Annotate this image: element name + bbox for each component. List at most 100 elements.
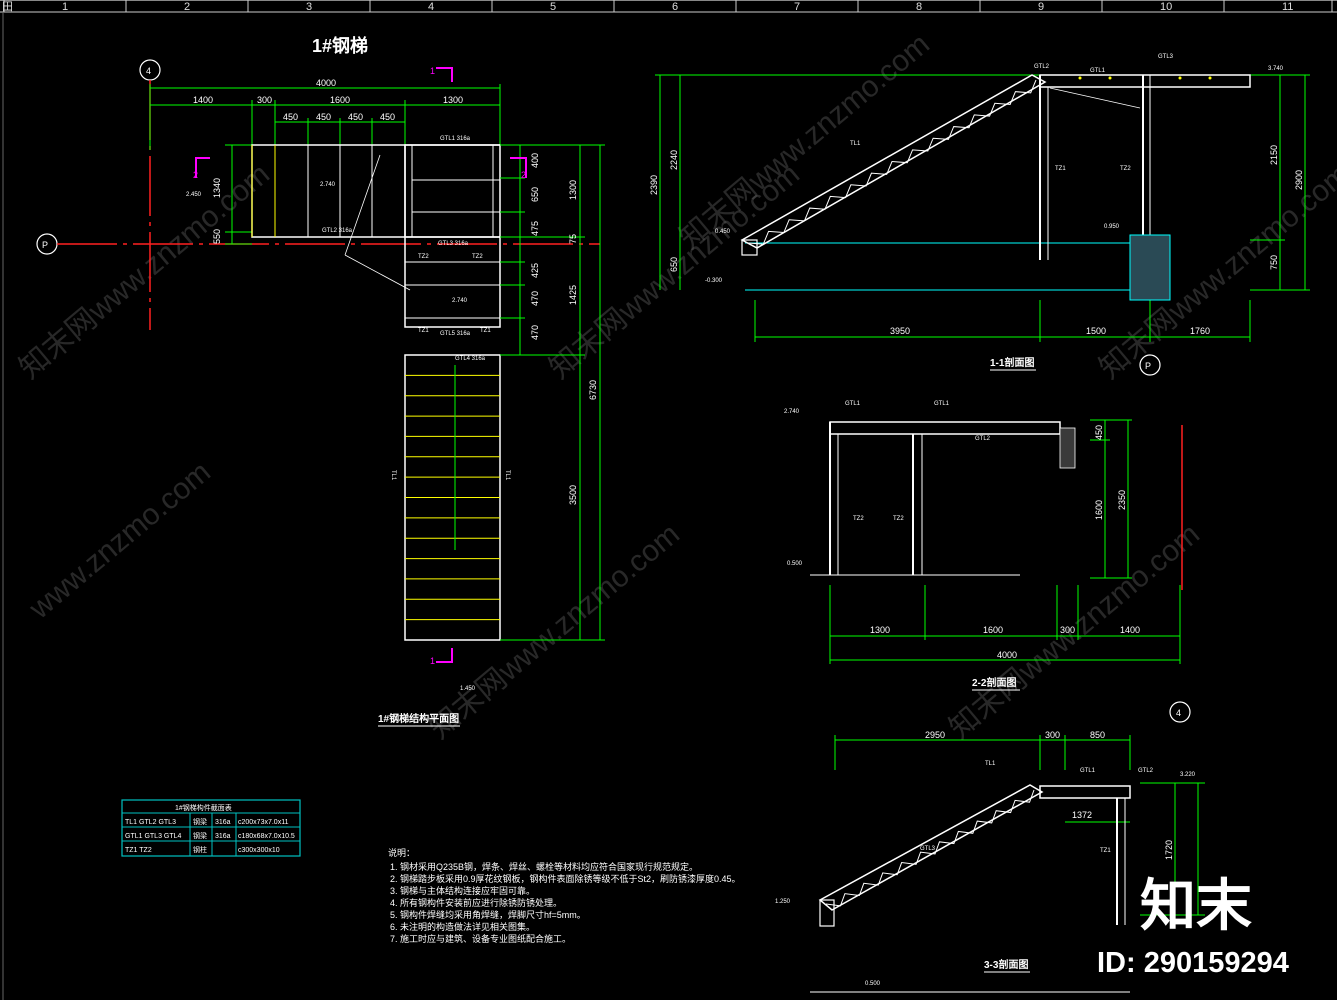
ruler-label: 8	[916, 1, 922, 13]
dim-overall: 1300	[568, 180, 578, 200]
s3-label: TL1	[985, 761, 996, 767]
column-label: TZ2	[472, 254, 483, 260]
s2-dim: 1600	[983, 625, 1003, 635]
dim-sub: 450	[380, 112, 395, 122]
s1-elev: 0.950	[1104, 224, 1120, 230]
dim-seg: 1600	[330, 95, 350, 105]
table-title: 1#钢梯构件截面表	[175, 803, 232, 812]
ruler-label: 9	[1038, 1, 1044, 13]
elev: 2.450	[186, 192, 202, 198]
ruler-label: 5	[550, 1, 556, 13]
corner-marker: 田	[2, 1, 13, 13]
dim-seg: 1300	[443, 95, 463, 105]
s2-dim: 4000	[997, 650, 1017, 660]
column-label: TZ2	[418, 254, 429, 260]
s3-dim: 1372	[1072, 810, 1092, 820]
dim-overall: 1425	[568, 285, 578, 305]
beam-label: GTL3 316a	[438, 241, 469, 247]
note-item: 7. 施工时应与建筑、设备专业图纸配合施工。	[390, 933, 571, 944]
notes-heading: 说明：	[388, 847, 415, 858]
table-cell: c300x300x10	[238, 847, 280, 854]
s2-wall	[1059, 427, 1076, 469]
table-cell: GTL1 GTL3 GTL4	[125, 833, 182, 840]
s1-dim: 2900	[1294, 170, 1304, 190]
s2-dim: 1600	[1094, 500, 1104, 520]
note-item: 5. 钢构件焊缝均采用角焊缝，焊脚尺寸hf=5mm。	[390, 909, 586, 920]
s3-dim: 2950	[925, 730, 945, 740]
dim-side: 650	[530, 187, 540, 202]
ruler-label: 3	[306, 1, 312, 13]
s1-elev: -0.300	[705, 278, 723, 284]
truss-web	[747, 79, 1037, 245]
plan-caption: 1#钢梯结构平面图	[378, 712, 459, 725]
s1-label: GTL1	[1090, 68, 1106, 74]
s1-label: TL1	[850, 141, 861, 147]
s1-label: TZ1	[1055, 166, 1066, 172]
stringer-label: TL1	[504, 470, 510, 481]
s2-dim: 300	[1060, 625, 1075, 635]
ruler-label: 2	[184, 1, 190, 13]
table-cell: 316a	[215, 833, 231, 840]
s3-elev: 1.250	[775, 899, 791, 905]
table-cell: 钢梁	[193, 831, 207, 840]
dim-overall: 6730	[588, 380, 598, 400]
s2-dimension-lines	[829, 419, 1181, 664]
brand-watermark: 知末 ID: 290159294	[1097, 874, 1289, 979]
s2-label: GTL1	[845, 401, 861, 407]
s1-dimension-lines	[655, 74, 1310, 342]
s2-dim: 2350	[1117, 490, 1127, 510]
s1-dim: 3950	[890, 326, 910, 336]
ruler-label: 6	[672, 1, 678, 13]
s2-elev: 2.740	[784, 409, 800, 415]
column-label: TZ1	[480, 328, 491, 334]
dim-sub: 450	[316, 112, 331, 122]
s1-dim: 1760	[1190, 326, 1210, 336]
section-3-3: 2950 300 850 1372 1720 TL1 TZ1 GTL1 GTL2…	[775, 730, 1205, 993]
s1-axis-bubble	[1139, 354, 1161, 376]
dim-sub: 450	[283, 112, 298, 122]
s1-dim: 750	[1269, 255, 1279, 270]
s1-label: TZ2	[1120, 166, 1131, 172]
plan-left-dimensions	[225, 144, 252, 245]
ruler-label: 11	[1282, 1, 1293, 13]
s1-dim: 2240	[669, 150, 679, 170]
axis-label-p: P	[42, 240, 48, 250]
table-cell: 钢梁	[193, 817, 207, 826]
corner-landing	[404, 144, 501, 238]
s1-dim: 2150	[1269, 145, 1279, 165]
s1-dim: 1500	[1086, 326, 1106, 336]
beam-label: GTL2 316a	[322, 228, 353, 234]
s1-dim: 2390	[649, 175, 659, 195]
plan-right-dimensions	[500, 144, 605, 641]
s1-axis-label: P	[1145, 361, 1151, 371]
brand-logo: 知末	[1140, 874, 1252, 937]
s3-label: GTL3	[920, 846, 936, 852]
watermark: 知末网www.znzmo.com	[13, 158, 276, 386]
s1-footing	[1129, 234, 1171, 301]
s3-stringer	[818, 784, 1044, 911]
note-item: 6. 未注明的构造做法详见相关图集。	[390, 921, 535, 932]
table-cell: TL1 GTL2 GTL3	[125, 819, 176, 826]
s3-label: GTL1	[1080, 768, 1096, 774]
s1-top-beam	[1039, 74, 1251, 88]
ruler-label: 4	[428, 1, 434, 13]
s2-dim: 1400	[1120, 625, 1140, 635]
s2-label: GTL1	[934, 401, 950, 407]
dim-seg: 1400	[193, 95, 213, 105]
dim-side: 470	[530, 325, 540, 340]
dim-overall: 3500	[568, 485, 578, 505]
s2-dim: 1300	[870, 625, 890, 635]
section-mark-label: 1	[430, 66, 435, 76]
s3-top-beam	[1039, 785, 1131, 799]
column-label: TZ1	[418, 328, 429, 334]
dim-side: 400	[530, 153, 540, 168]
s3-dimension-lines	[834, 735, 1205, 916]
truss-web	[825, 789, 1035, 907]
s1-stringer	[740, 74, 1047, 249]
dim-left: 1340	[212, 178, 222, 198]
s2-top-beam	[829, 421, 1061, 435]
watermark: 知末网www.znzmo.com	[423, 518, 686, 746]
dim-side: 470	[530, 291, 540, 306]
general-notes: 说明： 1. 钢材采用Q235B钢，焊条、焊丝、螺栓等材料均应符合国家现行规范规…	[388, 847, 741, 944]
